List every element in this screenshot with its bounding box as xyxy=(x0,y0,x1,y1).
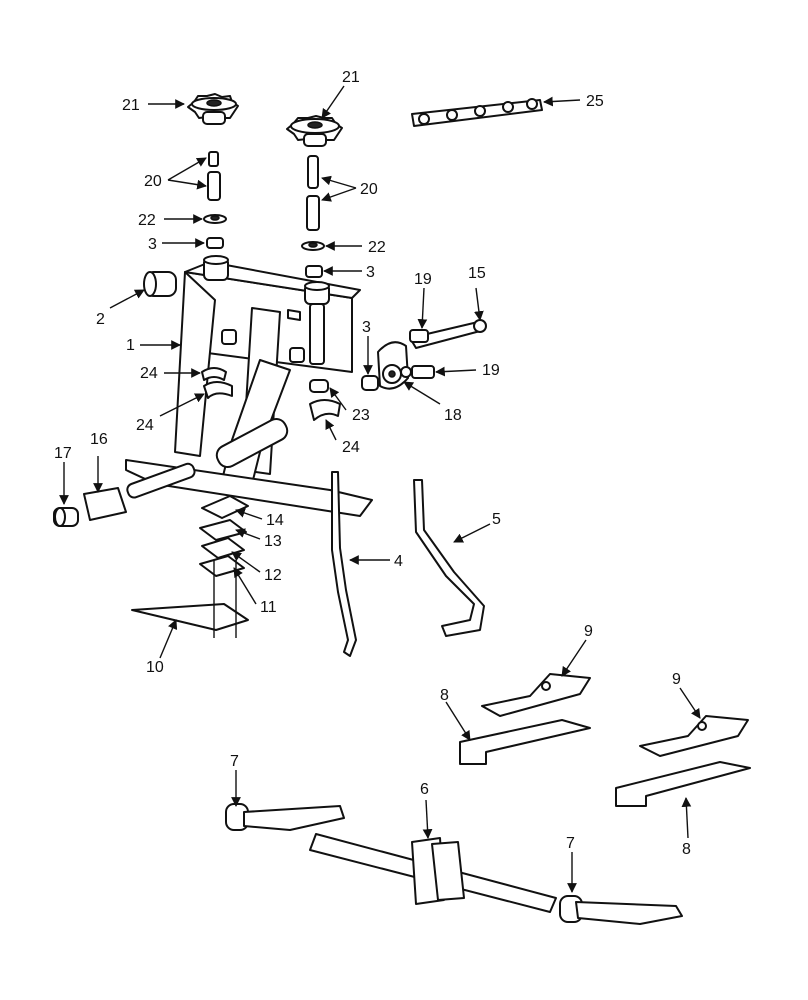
callout-13: 13 xyxy=(264,533,282,550)
pin-16 xyxy=(83,462,196,521)
callout-4: 4 xyxy=(394,553,403,570)
bushing-right xyxy=(305,265,323,278)
bar-8b xyxy=(615,761,751,807)
callout-6: 6 xyxy=(420,781,429,798)
callout-8-right: 8 xyxy=(682,841,691,858)
leader-lines xyxy=(59,85,701,893)
callout-numbers: 1 2 3 3 3 4 5 6 7 7 8 8 9 9 10 11 12 13 … xyxy=(54,69,691,858)
callout-11: 11 xyxy=(260,599,277,616)
roller-2 xyxy=(143,271,177,297)
washer-left xyxy=(203,214,227,224)
callout-5: 5 xyxy=(492,511,501,528)
blade-9a xyxy=(481,673,591,717)
callout-16: 16 xyxy=(90,431,108,448)
arm-7a xyxy=(225,803,345,831)
callout-24-mid: 24 xyxy=(136,417,154,434)
clamp-24c xyxy=(309,399,341,421)
callout-2: 2 xyxy=(96,311,105,328)
sprocket-left xyxy=(187,93,239,125)
callout-24-right: 24 xyxy=(342,439,360,456)
crank-18 xyxy=(361,341,409,391)
callout-17: 17 xyxy=(54,445,72,462)
callout-21-left: 21 xyxy=(122,97,140,114)
clamp-24a xyxy=(201,367,227,381)
rod-4 xyxy=(331,471,357,657)
callout-24-top: 24 xyxy=(140,365,158,382)
plate-10 xyxy=(131,560,249,638)
callout-22-left: 22 xyxy=(138,212,156,229)
rod-5 xyxy=(413,479,485,637)
plate-14 xyxy=(201,495,249,519)
washer-right xyxy=(301,241,325,251)
bushing-left xyxy=(206,237,224,249)
callout-19-top: 19 xyxy=(414,271,432,288)
callout-3-left: 3 xyxy=(148,236,157,253)
callout-10: 10 xyxy=(146,659,164,676)
callout-14: 14 xyxy=(266,512,284,529)
knob-17 xyxy=(53,507,79,527)
callout-15: 15 xyxy=(468,265,486,282)
blade-9b xyxy=(639,715,749,757)
clamp-24b xyxy=(203,381,233,399)
callout-9-right: 9 xyxy=(672,671,681,688)
callout-19-right: 19 xyxy=(482,362,500,379)
callout-20-left: 20 xyxy=(144,173,162,190)
callout-18: 18 xyxy=(444,407,462,424)
bushing-23 xyxy=(309,379,329,393)
callout-21-right: 21 xyxy=(342,69,360,86)
bar-8a xyxy=(459,719,591,765)
bolt-19a xyxy=(409,329,429,343)
arm-7b xyxy=(559,895,683,925)
callout-25: 25 xyxy=(586,93,604,110)
shaft-left xyxy=(207,151,221,201)
callout-9-left: 9 xyxy=(584,623,593,640)
shaft-6 xyxy=(309,833,557,913)
crank-rod-15 xyxy=(409,319,487,349)
callout-12: 12 xyxy=(264,567,282,584)
callout-1: 1 xyxy=(126,337,135,354)
callout-7-right: 7 xyxy=(566,835,575,852)
shaft-right xyxy=(306,155,320,231)
callout-20-right: 20 xyxy=(360,181,378,198)
plate-13 xyxy=(199,519,247,541)
roller-chain xyxy=(411,98,543,127)
sprocket-right xyxy=(286,115,343,147)
callout-7-left: 7 xyxy=(230,753,239,770)
callout-8-left: 8 xyxy=(440,687,449,704)
callout-3-right: 3 xyxy=(366,264,375,281)
callout-3-crank: 3 xyxy=(362,319,371,336)
callout-23: 23 xyxy=(352,407,370,424)
bolt-19b xyxy=(400,365,435,379)
callout-22-right: 22 xyxy=(368,239,386,256)
plate-12 xyxy=(201,537,245,559)
